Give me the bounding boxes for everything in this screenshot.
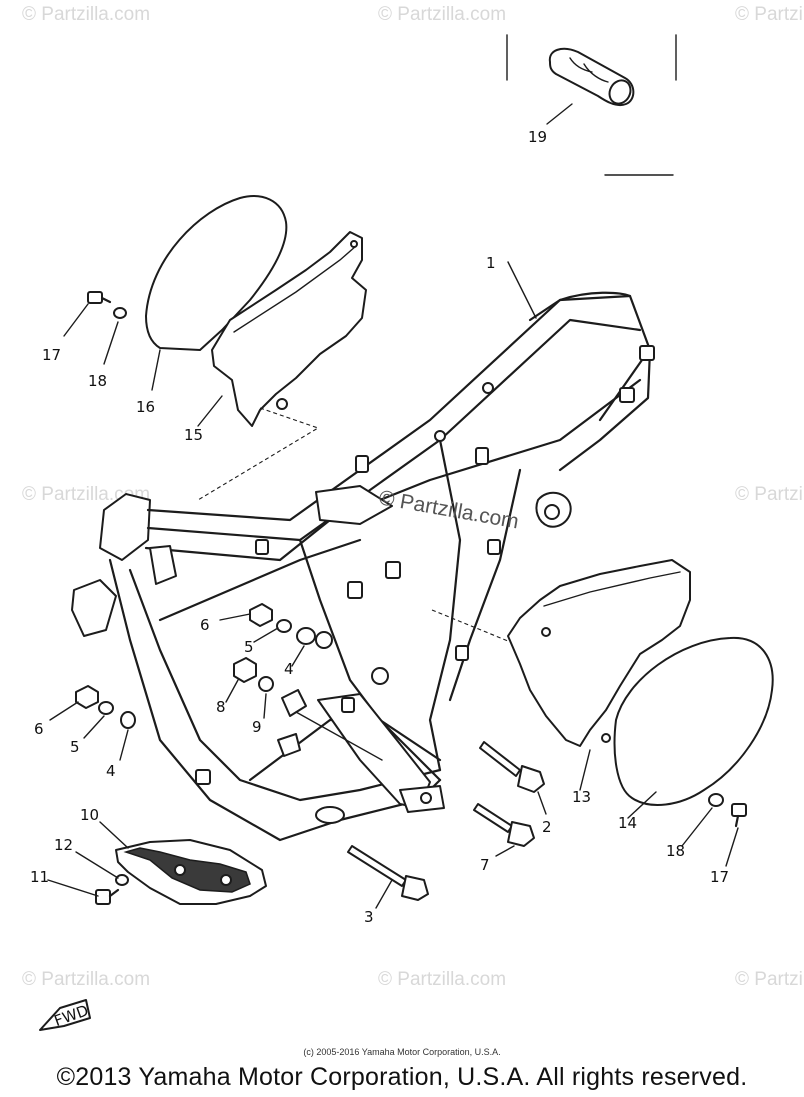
callout-10: 10: [80, 806, 99, 824]
callout-19: 19: [528, 128, 547, 146]
callout-7: 7: [480, 856, 490, 874]
part-6-nut-lower: [75, 685, 99, 709]
part-15-side-plate: [211, 231, 367, 427]
callout-5-upper: 5: [244, 638, 254, 656]
callout-3: 3: [364, 908, 374, 926]
fwd-arrow: FWD: [39, 999, 91, 1031]
part-10-skid-plate: [115, 839, 267, 905]
part-9-washer: [258, 676, 383, 761]
part-17-bolt-right: [731, 803, 747, 828]
watermark-top-left: © Partzilla.com: [22, 4, 150, 25]
callout-6-lower: 6: [34, 720, 44, 738]
callout-16: 16: [136, 398, 155, 416]
part-16-left-side-cover: [145, 195, 288, 351]
copyright-notice: ©2013 Yamaha Motor Corporation, U.S.A. A…: [56, 1063, 748, 1091]
leader-lines: [47, 303, 739, 909]
part-17-bolt-left: [87, 291, 112, 304]
part-2-bolt: [479, 741, 545, 793]
callout-13: 13: [572, 788, 591, 806]
part-1-main-frame: [71, 261, 655, 842]
part-19-sleeve: [506, 34, 677, 176]
callout-12: 12: [54, 836, 73, 854]
callout-8: 8: [216, 698, 226, 716]
part-4-collar-upper: [296, 627, 316, 645]
callout-1: 1: [486, 254, 496, 272]
part-14-right-side-cover: [613, 636, 774, 806]
callout-2: 2: [542, 818, 552, 836]
dash-guide-lines: [197, 407, 531, 651]
watermark-bottom-left: © Partzilla.com: [22, 969, 150, 990]
callout-18-right: 18: [666, 842, 685, 860]
callout-17-right: 17: [710, 868, 729, 886]
callout-15: 15: [184, 426, 203, 444]
part-6-nut-upper: [249, 603, 273, 627]
part-18-washer-right: [708, 793, 724, 807]
callout-labels: 1 2 3 4 4 5 5 6 6 7 8 9 10 11 12 13 14 1…: [30, 128, 729, 926]
callout-9: 9: [252, 718, 262, 736]
callout-4-upper: 4: [284, 660, 294, 678]
watermark-bottom-center: © Partzilla.com: [378, 969, 506, 990]
callout-4-lower: 4: [106, 762, 116, 780]
callout-14: 14: [618, 814, 637, 832]
callout-11: 11: [30, 868, 49, 886]
part-11-bolt: [95, 888, 120, 905]
callout-17-left: 17: [42, 346, 61, 364]
watermark-center: © Partzilla.com: [377, 486, 520, 533]
watermark-mid-right: © Partzilla.com: [735, 484, 804, 505]
small-credit-text: (c) 2005-2016 Yamaha Motor Corporation, …: [303, 1047, 501, 1057]
callout-18-left: 18: [88, 372, 107, 390]
part-5-washer-lower: [98, 701, 114, 715]
fwd-label: FWD: [52, 1001, 91, 1030]
part-12-washer: [115, 874, 129, 886]
part-4-collar-lower: [120, 711, 136, 729]
part-18-washer-left: [113, 307, 127, 319]
watermark-top-right: © Partzilla.com: [735, 4, 804, 25]
watermark-top-center: © Partzilla.com: [378, 4, 506, 25]
part-8-nut: [233, 657, 257, 683]
part-5-washer-upper: [276, 619, 292, 633]
watermark-group: © Partzilla.com © Partzilla.com © Partzi…: [22, 4, 804, 990]
part-7-bolt: [473, 803, 535, 847]
callout-6-upper: 6: [200, 616, 210, 634]
watermark-bottom-right: © Partzilla.com: [735, 969, 804, 990]
part-3-pivot-bolt: [347, 845, 429, 901]
callout-5-lower: 5: [70, 738, 80, 756]
part-13-right-side-plate: [507, 559, 691, 747]
